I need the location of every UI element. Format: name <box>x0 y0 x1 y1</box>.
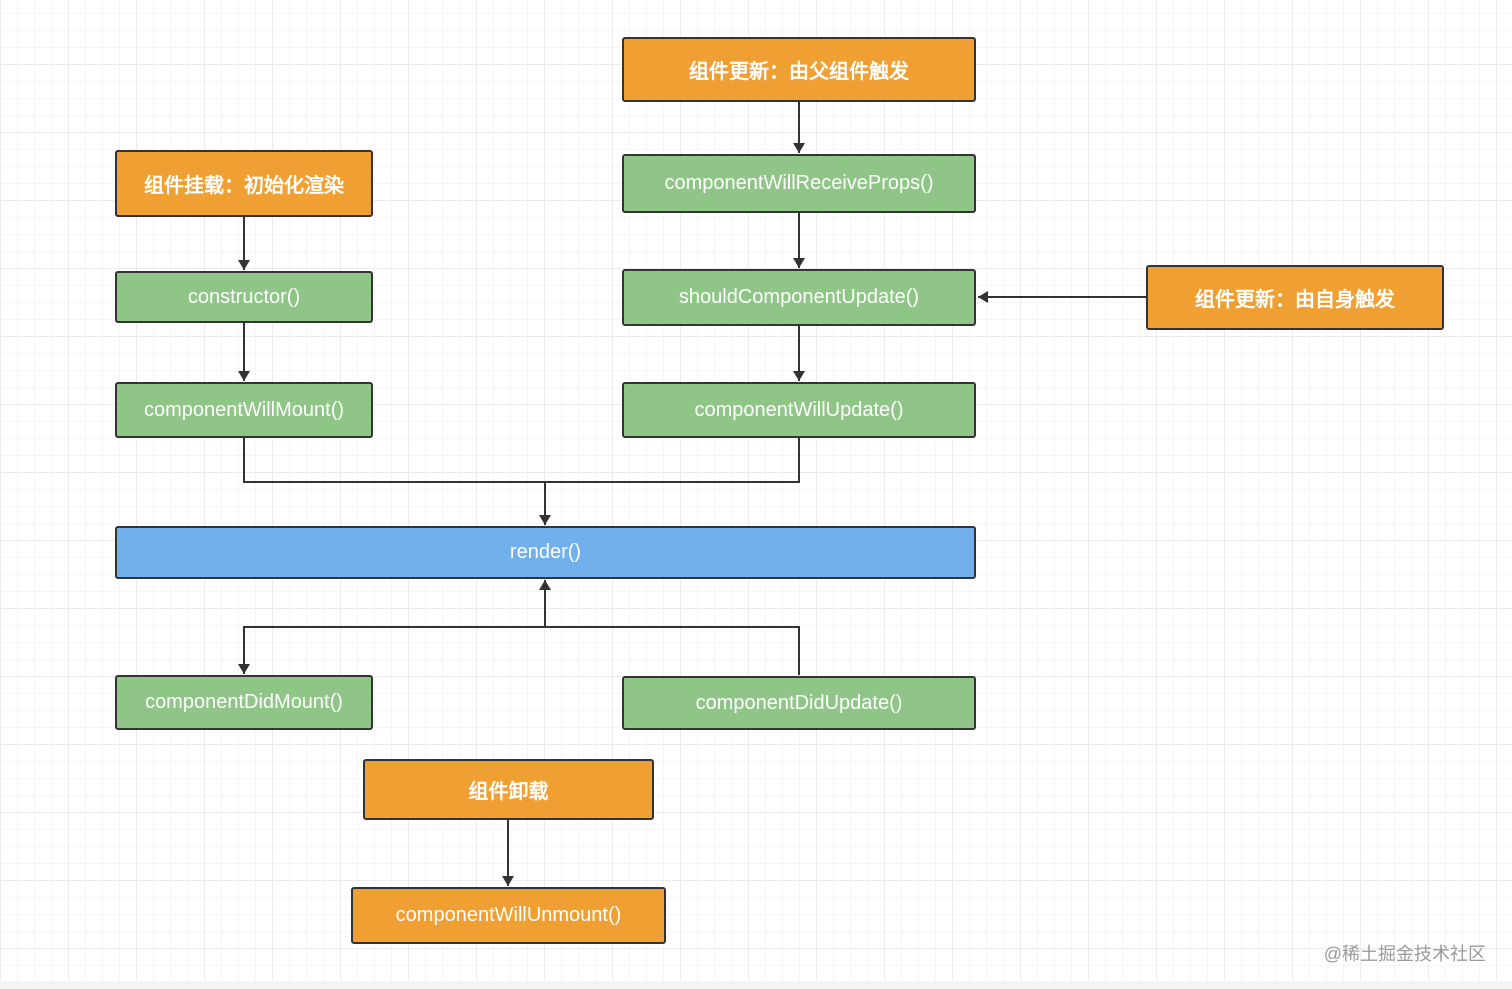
node-component-will-unmount: componentWillUnmount() <box>351 887 666 944</box>
watermark: @稀土掘金技术社区 <box>1323 944 1486 964</box>
node-component-did-mount: componentDidMount() <box>115 675 373 730</box>
bottom-strip <box>0 981 1512 989</box>
edge-did-update-to-render <box>539 580 800 675</box>
node-mount-trigger: 组件挂载：初始化渲染 <box>115 150 373 217</box>
node-self-update-trigger: 组件更新：由自身触发 <box>1146 265 1444 330</box>
node-constructor: constructor() <box>115 271 373 323</box>
node-component-will-mount: componentWillMount() <box>115 382 373 438</box>
node-should-component-update: shouldComponentUpdate() <box>622 269 976 326</box>
edge-will-update-to-render <box>539 437 800 525</box>
node-component-will-receive-props: componentWillReceiveProps() <box>622 154 976 213</box>
edge-render-to-did-mount <box>238 626 545 674</box>
node-parent-update-trigger: 组件更新：由父组件触发 <box>622 37 976 102</box>
node-unmount-trigger: 组件卸载 <box>363 759 654 820</box>
node-render: render() <box>115 526 976 579</box>
node-component-did-update: componentDidUpdate() <box>622 676 976 730</box>
node-component-will-update: componentWillUpdate() <box>622 382 976 438</box>
edge-will-mount-to-render <box>243 437 545 483</box>
